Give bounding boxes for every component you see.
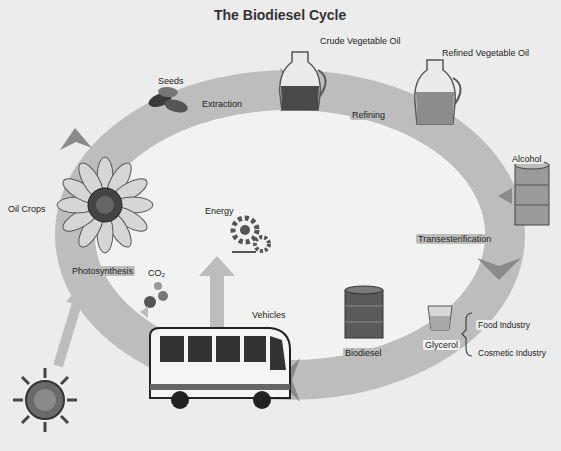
step-label-holder: Extraction [200,93,244,111]
part-label: Alcohol [510,154,544,164]
step-label-holder: Photosynthesis [70,260,135,278]
part-label-holder: Glycerol [423,334,460,352]
glycerol-cup [428,306,452,330]
bus [150,328,290,409]
seeds [147,86,189,115]
part-label: Vehicles [250,310,288,320]
part-label: Energy [203,206,236,216]
part-label-holder: Seeds [156,70,186,88]
alcohol-barrel [498,161,549,225]
part-label-holder: Alcohol [510,148,544,166]
step-label: Transesterification [416,234,493,244]
step-label: Photosynthesis [70,266,135,276]
sunlight-arrow [58,280,92,366]
cycle-band [75,90,505,380]
band-chevron [477,258,521,280]
part-label-holder: Energy [203,200,236,218]
diagram-title-holder: The Biodiesel Cycle [214,6,346,24]
part-label-holder: Biodiesel [343,342,384,360]
part-label-holder: Crude Vegetable Oil [318,30,403,48]
sun [13,368,77,432]
part-label: Refined Vegetable Oil [440,48,531,58]
use-label-holder: Cosmetic Industry [476,342,548,360]
use-label: Food Industry [476,320,532,330]
part-label: CO₂ [146,268,167,278]
use-label-holder: Food Industry [476,314,532,332]
refined-oil-jar [415,60,461,124]
part-label: Crude Vegetable Oil [318,36,403,46]
band-chevron [60,128,92,150]
part-label: Biodiesel [343,348,384,358]
step-label-holder: Transesterification [416,228,493,246]
bracket [462,313,472,356]
part-label-holder: Refined Vegetable Oil [440,42,531,60]
step-label: Refining [350,110,387,120]
part-label-holder: Vehicles [250,304,288,322]
gears [232,218,269,252]
sunflower [57,157,153,253]
step-label: Extraction [200,99,244,109]
part-label-holder: Oil Crops [6,198,48,216]
energy-arrow [199,256,235,328]
part-label: Oil Crops [6,204,48,214]
step-label-holder: Refining [350,104,387,122]
biodiesel-barrel [345,286,383,338]
use-label: Cosmetic Industry [476,348,548,358]
exhaust-smoke [140,282,168,318]
diagram-title: The Biodiesel Cycle [214,7,346,23]
part-label: Glycerol [423,340,460,350]
part-label-holder: CO₂ [146,262,167,280]
part-label: Seeds [156,76,186,86]
crude-oil-jar [280,52,326,110]
